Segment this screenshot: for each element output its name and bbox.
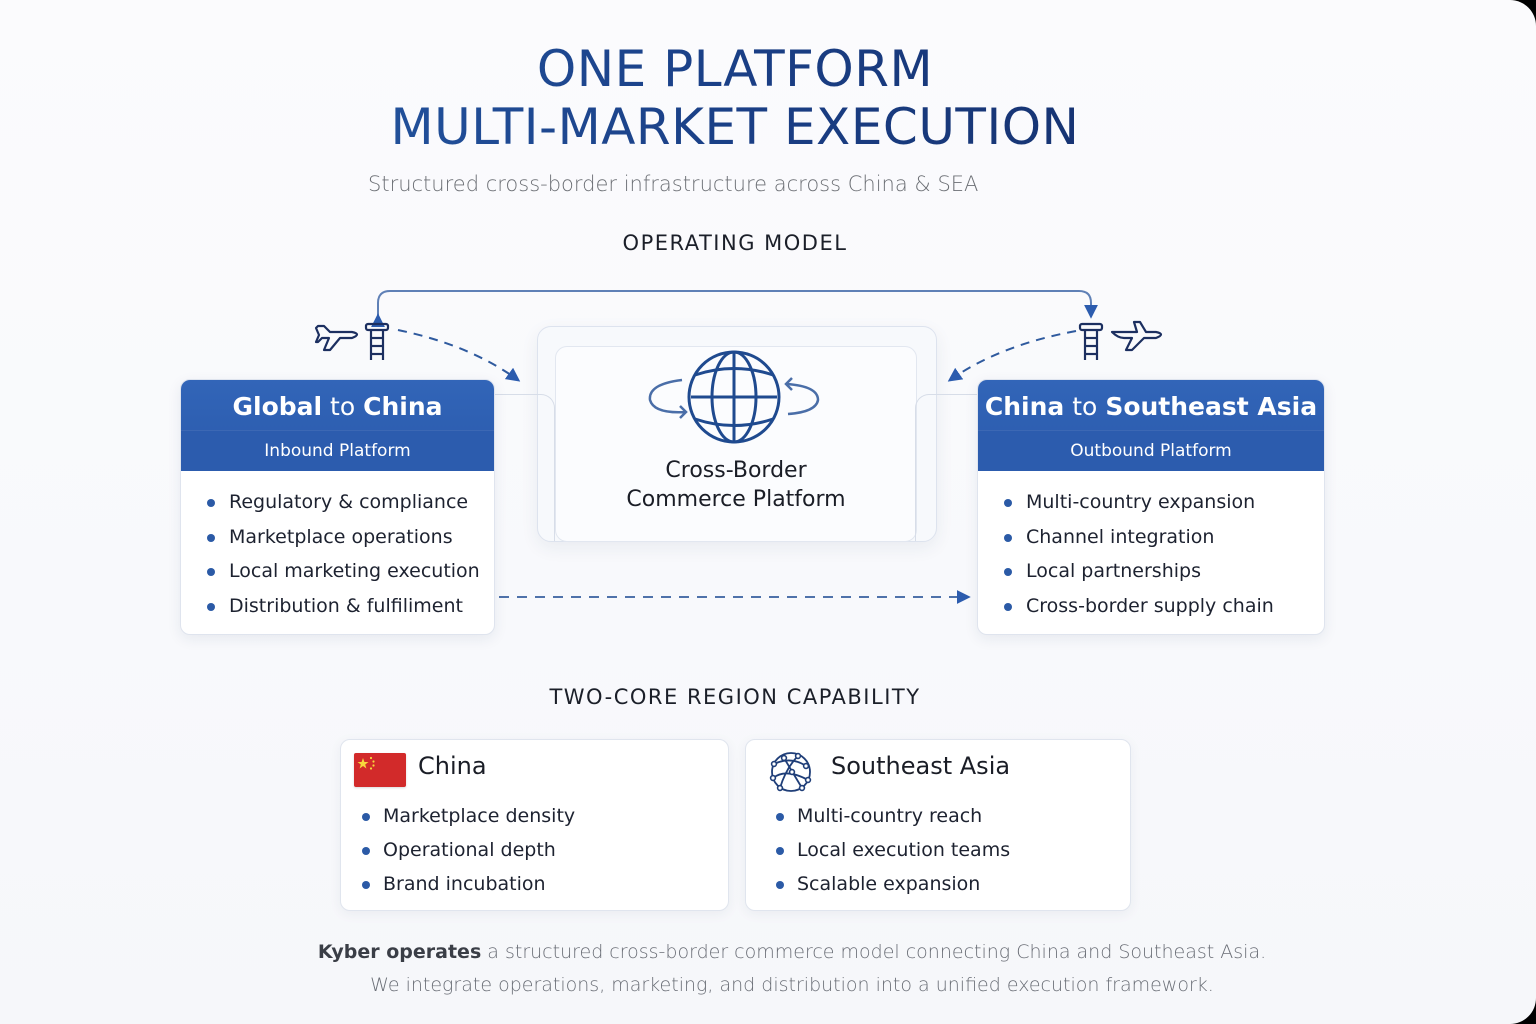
footer-line1-text: a structured cross-border commerce model…	[481, 941, 1267, 963]
inbound-platform-card: Global to China Inbound Platform Regulat…	[180, 379, 495, 635]
list-item: Marketplace density	[362, 799, 575, 833]
list-item-text: Local marketing execution	[229, 560, 480, 583]
list-item-text: Regulatory & compliance	[229, 491, 469, 513]
list-item: Scalable expansion	[776, 867, 1010, 901]
outbound-feature-list: Multi-country expansion Channel integrat…	[978, 471, 1324, 623]
list-item-text: Marketplace operations	[229, 525, 453, 548]
list-item-text: Scalable expansion	[797, 873, 981, 895]
outbound-card-header: China to Southeast Asia Outbound Platfor…	[978, 380, 1324, 471]
list-item: Marketplace operations	[207, 520, 494, 555]
list-item: Multi-country expansion	[1004, 485, 1324, 520]
list-item: Brand incubation	[362, 867, 575, 901]
bullet-icon	[362, 847, 370, 855]
list-item: Regulatory & compliance	[207, 485, 494, 520]
outbound-card-title: China to Southeast Asia	[978, 380, 1324, 430]
center-platform-subtitle: Commerce Platform	[626, 487, 846, 512]
bullet-icon	[1004, 568, 1012, 577]
airplane-icon	[1110, 320, 1163, 352]
inbound-dashed-arrow	[397, 329, 521, 382]
outbound-dashed-arrow	[947, 330, 1077, 382]
title-connector: to	[330, 392, 356, 421]
control-tower-icon	[1078, 322, 1104, 360]
bullet-icon	[207, 602, 215, 611]
bullet-icon	[362, 881, 370, 889]
list-item: Multi-country reach	[776, 799, 1010, 833]
list-item-text: Multi-country reach	[797, 805, 983, 827]
page-title-line1: ONE PLATFORM	[0, 40, 1470, 98]
list-item-text: Multi-country expansion	[1026, 491, 1256, 513]
bullet-icon	[776, 881, 784, 889]
bullet-icon	[207, 568, 215, 577]
top-loop-connector	[371, 290, 1098, 328]
china-flag-icon	[354, 753, 406, 787]
list-item-text: Local partnerships	[1026, 560, 1201, 583]
title-destination: China	[363, 392, 443, 421]
right-bracket-line	[915, 394, 978, 541]
china-region-title: China	[418, 752, 487, 780]
bullet-icon	[1004, 602, 1012, 611]
inbound-feature-list: Regulatory & compliance Marketplace oper…	[181, 471, 494, 623]
control-tower-icon	[364, 322, 390, 360]
list-item: Local marketing execution	[207, 554, 494, 589]
list-item-text: Operational depth	[383, 839, 556, 861]
center-platform-title: Cross-Border	[665, 458, 807, 483]
list-item-text: Channel integration	[1026, 525, 1215, 548]
list-item: Channel integration	[1004, 520, 1324, 555]
footer-line1: Kyber operates a structured cross-border…	[0, 941, 1536, 963]
left-bracket-line	[493, 394, 555, 541]
list-item: Local execution teams	[776, 833, 1010, 867]
sea-capability-list: Multi-country reach Local execution team…	[776, 799, 1010, 901]
inbound-card-title: Global to China	[181, 380, 494, 430]
list-item-text: Brand incubation	[383, 873, 546, 895]
list-item-text: Local execution teams	[797, 839, 1011, 861]
title-from: China	[984, 392, 1065, 421]
bullet-icon	[776, 813, 784, 821]
operating-model-heading: OPERATING MODEL	[622, 231, 848, 255]
list-item: Cross-border supply chain	[1004, 589, 1324, 624]
list-item: Distribution & fulfiliment	[207, 589, 494, 624]
globe-exchange-icon	[648, 350, 820, 444]
list-item-text: Distribution & fulfiliment	[229, 594, 463, 617]
china-region-card: China Marketplace density Operational de…	[340, 739, 729, 911]
title-destination: Southeast Asia	[1105, 392, 1318, 421]
footer-brand: Kyber operates	[317, 941, 482, 963]
outbound-card-subtitle: Outbound Platform	[978, 430, 1324, 471]
bullet-icon	[1004, 499, 1012, 507]
bullet-icon	[207, 499, 215, 507]
china-capability-list: Marketplace density Operational depth Br…	[362, 799, 575, 901]
list-item: Operational depth	[362, 833, 575, 867]
outbound-platform-card: China to Southeast Asia Outbound Platfor…	[977, 379, 1325, 635]
footer-line2: We integrate operations, marketing, and …	[370, 974, 1214, 996]
list-item: Local partnerships	[1004, 554, 1324, 589]
list-item-text: Cross-border supply chain	[1026, 594, 1274, 617]
sea-region-card: Southeast Asia Multi-country reach Local…	[745, 739, 1131, 911]
center-platform-inner	[555, 346, 917, 542]
page-title-line2: MULTI-MARKET EXECUTION	[0, 98, 1470, 156]
bullet-icon	[1004, 533, 1012, 542]
airplane-icon	[314, 324, 359, 352]
list-item-text: Marketplace density	[383, 805, 576, 827]
bullet-icon	[362, 813, 370, 821]
sea-region-title: Southeast Asia	[831, 752, 1011, 780]
bullet-icon	[207, 533, 215, 542]
page-subtitle: Structured cross-border infrastructure a…	[368, 172, 979, 196]
inbound-card-subtitle: Inbound Platform	[181, 430, 494, 471]
network-globe-icon	[769, 752, 812, 792]
title-from: Global	[232, 392, 323, 421]
bullet-icon	[776, 847, 784, 855]
inbound-card-header: Global to China Inbound Platform	[181, 380, 494, 471]
title-connector: to	[1072, 392, 1098, 421]
region-capability-heading: TWO-CORE REGION CAPABILITY	[549, 685, 921, 709]
